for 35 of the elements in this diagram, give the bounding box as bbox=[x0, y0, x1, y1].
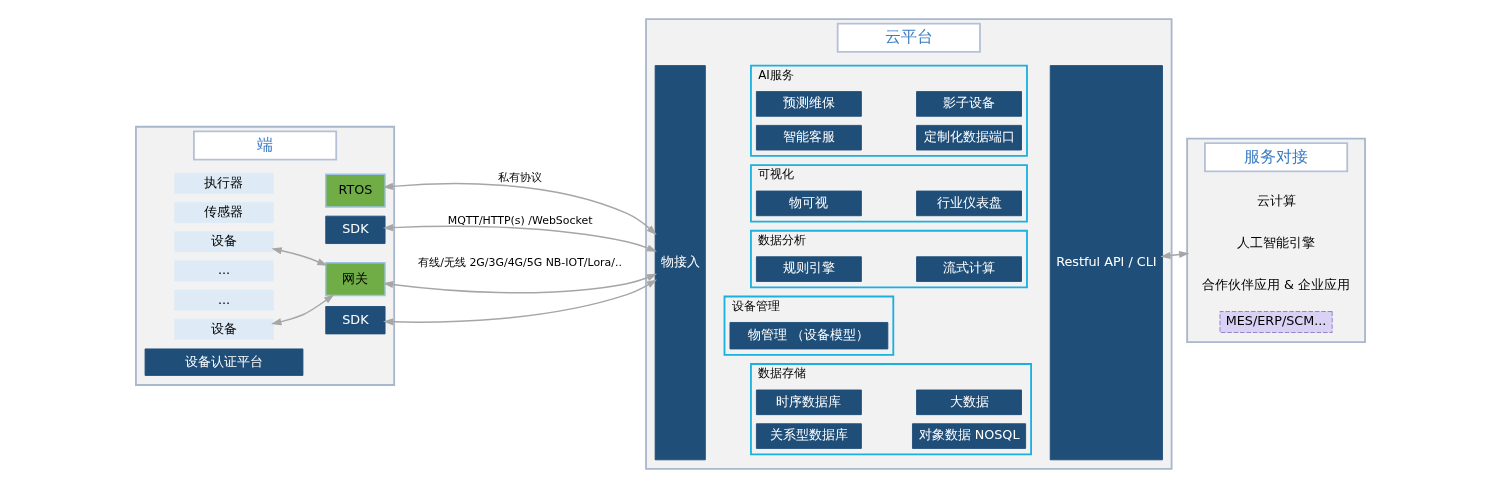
node-box: 网关 bbox=[324, 262, 386, 297]
node-box: 设备 bbox=[173, 318, 274, 340]
node-box: RTOS bbox=[324, 173, 386, 208]
arrow bbox=[382, 279, 657, 326]
node-box: 物管理 （设备模型） bbox=[729, 322, 888, 350]
node-box: Restful API / CLI bbox=[1049, 65, 1163, 461]
label: 有线/无线 2G/3G/4G/5G NB-IOT/Lora/.. bbox=[417, 255, 622, 269]
node-box: 时序数据库 bbox=[755, 389, 862, 416]
arrow bbox=[382, 182, 657, 235]
arrow bbox=[270, 247, 328, 266]
node-box: 智能客服 bbox=[755, 124, 862, 151]
arrow bbox=[270, 294, 334, 326]
node-box: 定制化数据端口 bbox=[915, 124, 1022, 151]
node-text: 人工智能引擎 bbox=[1236, 234, 1315, 250]
arrow bbox=[382, 224, 657, 252]
node-box: 关系型数据库 bbox=[755, 423, 862, 449]
arrow bbox=[382, 273, 657, 294]
edge-label: 私有协议 bbox=[497, 171, 542, 185]
node-box: 大数据 bbox=[915, 389, 1022, 416]
node-box: MES/ERP/SCM... bbox=[1219, 311, 1333, 333]
node-box: 预测维保 bbox=[755, 91, 862, 117]
node-text: 云计算 bbox=[1256, 192, 1296, 208]
node-box: 物可视 bbox=[755, 190, 862, 217]
node-box: 设备 bbox=[173, 231, 274, 253]
node-box: 影子设备 bbox=[915, 91, 1022, 117]
node-box: SDK bbox=[324, 306, 385, 335]
node-box: 物接入 bbox=[654, 65, 706, 461]
node-box: SDK bbox=[324, 215, 385, 244]
node-box: 流式计算 bbox=[915, 256, 1022, 282]
node-box: 对象数据 NOSQL bbox=[911, 423, 1026, 449]
node-box: 行业仪表盘 bbox=[915, 190, 1022, 217]
node-text: 合作伙伴应用 & 企业应用 bbox=[1201, 276, 1350, 292]
edge-label: MQTT/HTTP(s) /WebSocket bbox=[447, 214, 592, 228]
node-box: 设备认证平台 bbox=[144, 348, 303, 376]
node-box: 规则引擎 bbox=[755, 256, 862, 282]
